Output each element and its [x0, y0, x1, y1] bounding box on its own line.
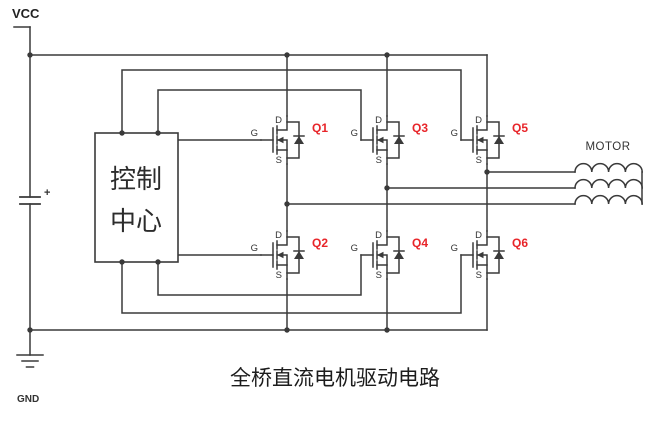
motor: MOTOR [574, 141, 643, 205]
mosfet-q2: D G S Q2 [251, 230, 329, 281]
motor-coil-2 [574, 178, 643, 189]
mosfet-q3: D G S Q3 [351, 115, 429, 166]
junction-dot [155, 130, 161, 136]
source-terminal-label: S [476, 155, 482, 166]
motor-coil-3 [574, 194, 643, 205]
mosfet-q5: D G S Q5 [451, 115, 529, 166]
transistor-name: Q4 [412, 236, 428, 250]
transistor-name: Q6 [512, 236, 528, 250]
wire-gate-q3 [157, 89, 362, 141]
junction-dot [484, 169, 490, 175]
junction-dots [27, 52, 490, 333]
junction-dot [384, 52, 390, 58]
control-box: 控制 中心 [94, 132, 179, 263]
gate-terminal-label: G [451, 128, 458, 139]
gate-terminal-label: G [451, 243, 458, 254]
motor-coils [574, 162, 643, 205]
junction-dot [284, 201, 290, 207]
wire-gate-q5 [121, 69, 462, 141]
gnd-label: GND [17, 394, 39, 405]
junction-dot [384, 327, 390, 333]
junction-dot [27, 52, 33, 58]
gate-terminal-label: G [351, 243, 358, 254]
junction-dot [384, 185, 390, 191]
capacitor-plus-label: + [44, 187, 50, 199]
junction-dot [119, 259, 125, 265]
control-box-outline [94, 132, 179, 263]
capacitor [19, 196, 41, 205]
junction-dot [284, 52, 290, 58]
gate-terminal-label: G [351, 128, 358, 139]
source-terminal-label: S [376, 270, 382, 281]
nmos-symbol [260, 115, 305, 165]
mosfet-q1: D G S Q1 [251, 115, 329, 166]
gate-terminal-label: G [251, 128, 258, 139]
source-terminal-label: S [476, 270, 482, 281]
nmos-symbol [460, 115, 505, 165]
wires [13, 26, 576, 356]
junction-dot [155, 259, 161, 265]
diagram-caption: 全桥直流电机驱动电路 [230, 367, 440, 390]
nmos-symbol [260, 230, 305, 280]
drain-terminal-label: D [275, 230, 282, 241]
drain-terminal-label: D [375, 230, 382, 241]
mosfet-q6: D G S Q6 [451, 230, 529, 281]
source-terminal-label: S [276, 270, 282, 281]
motor-coil-1 [574, 162, 643, 173]
transistor-name: Q2 [312, 236, 328, 250]
source-terminal-label: S [376, 155, 382, 166]
transistor-name: Q1 [312, 121, 328, 135]
drain-terminal-label: D [475, 230, 482, 241]
wire-gate-q6 [121, 254, 462, 314]
transistor-name: Q5 [512, 121, 528, 135]
nmos-symbol [460, 230, 505, 280]
ground-symbol [16, 354, 44, 368]
drain-terminal-label: D [475, 115, 482, 126]
junction-dot [119, 130, 125, 136]
control-box-text-line2: 中心 [110, 206, 162, 236]
junction-dot [27, 327, 33, 333]
drain-terminal-label: D [375, 115, 382, 126]
motor-label: MOTOR [585, 141, 630, 153]
nmos-symbol [360, 230, 405, 280]
gate-terminal-label: G [251, 243, 258, 254]
vcc-label: VCC [12, 6, 40, 21]
nmos-symbol [360, 115, 405, 165]
source-terminal-label: S [276, 155, 282, 166]
transistor-name: Q3 [412, 121, 428, 135]
drain-terminal-label: D [275, 115, 282, 126]
mosfet-q4: D G S Q4 [351, 230, 429, 281]
control-box-text-line1: 控制 [110, 164, 162, 194]
junction-dot [284, 327, 290, 333]
wire-gate-q4 [157, 254, 362, 296]
